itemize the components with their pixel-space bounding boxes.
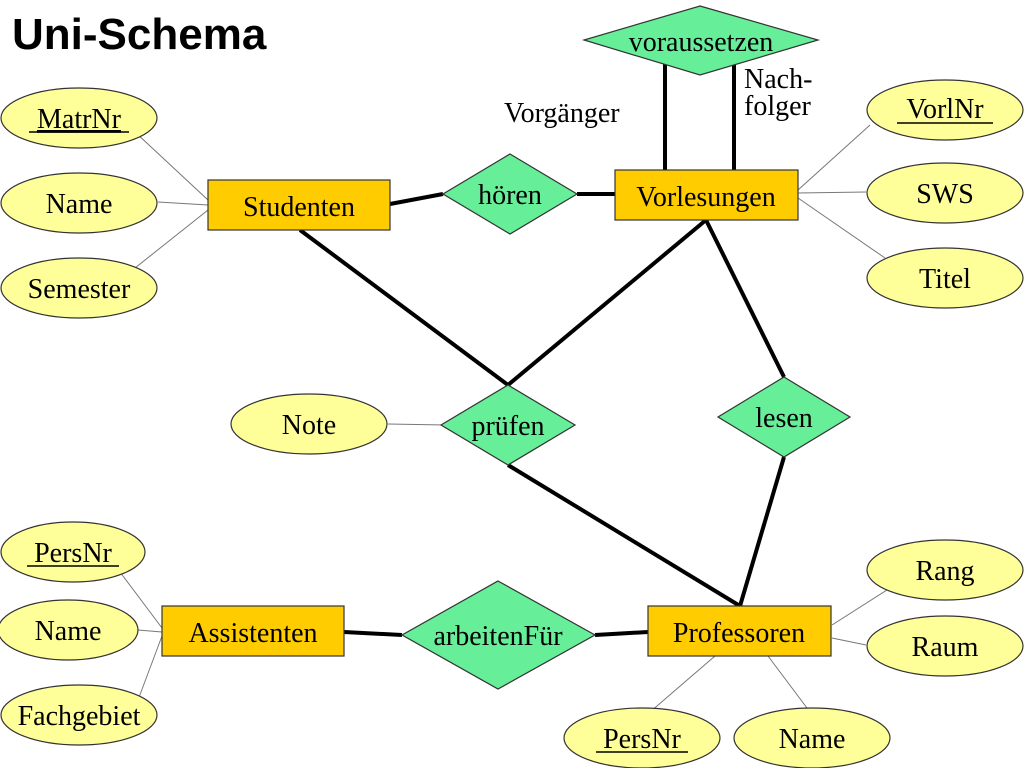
entity-label-studenten: Studenten xyxy=(243,192,355,223)
attribute-label-semester: Semester xyxy=(28,274,131,305)
attribute-label-sws: SWS xyxy=(916,179,974,210)
attribute-label-rang: Rang xyxy=(915,556,974,587)
attribute-label-professoren-persnr: PersNr xyxy=(603,724,681,755)
connector-assistenten-arbeitenfuer xyxy=(343,630,403,637)
attribute-vorlesungen-vorlnr[interactable]: VorlNr xyxy=(866,79,1024,141)
attribute-professoren-rang[interactable]: Rang xyxy=(866,539,1024,601)
attribute-label-professoren-name: Name xyxy=(779,724,846,755)
relationship-pruefen[interactable]: prüfen xyxy=(439,384,577,466)
attribute-label-fachgebiet: Fachgebiet xyxy=(18,701,141,732)
attribute-pruefen-note[interactable]: Note xyxy=(230,393,388,455)
attribute-assistenten-persnr[interactable]: PersNr xyxy=(0,521,146,583)
connector-assistenten-name xyxy=(137,629,163,633)
connector-vorlesungen-sws xyxy=(797,191,867,194)
connector-vorlesungen-lesen xyxy=(704,219,786,378)
relationship-hoeren[interactable]: hören xyxy=(441,153,579,235)
connector-assistenten-fachgebiet xyxy=(137,635,163,701)
attribute-label-studenten-name: Name xyxy=(46,189,113,220)
role-label-vorgaenger: Vorgänger xyxy=(504,98,620,129)
role-label-nachfolger-line2: folger xyxy=(744,91,812,122)
connector-studenten-pruefen xyxy=(298,228,510,387)
relationship-label-pruefen: prüfen xyxy=(471,411,544,442)
entity-assistenten[interactable]: Assistenten xyxy=(161,605,345,657)
relationship-label-hoeren: hören xyxy=(478,180,542,211)
connector-vorlesungen-vorlnr xyxy=(797,124,871,191)
attribute-vorlesungen-sws[interactable]: SWS xyxy=(866,162,1024,224)
relationship-label-voraussetzen: voraussetzen xyxy=(629,27,774,58)
attribute-studenten-matrnr[interactable]: MatrNr xyxy=(0,87,158,149)
attribute-label-titel: Titel xyxy=(919,264,971,295)
connector-vorlesungen-pruefen xyxy=(506,218,708,387)
entity-label-professoren: Professoren xyxy=(673,618,805,649)
entity-vorlesungen[interactable]: Vorlesungen xyxy=(614,169,799,221)
attribute-studenten-name[interactable]: Name xyxy=(0,172,158,234)
entity-label-vorlesungen: Vorlesungen xyxy=(636,182,775,213)
relationship-lesen[interactable]: lesen xyxy=(716,376,852,458)
connector-studenten-hoeren xyxy=(389,192,444,206)
role-label-nachfolger-line1: Nach- xyxy=(744,64,812,95)
relationship-arbeitenfuer[interactable]: arbeitenFür xyxy=(400,580,597,690)
connector-studenten-semester xyxy=(134,209,209,269)
entity-studenten[interactable]: Studenten xyxy=(207,179,391,231)
connector-studenten-name xyxy=(157,201,209,206)
connector-pruefen-professoren xyxy=(506,463,742,608)
attribute-studenten-semester[interactable]: Semester xyxy=(0,257,158,319)
attribute-label-raum: Raum xyxy=(912,632,979,663)
attribute-professoren-name[interactable]: Name xyxy=(733,707,891,768)
connector-professoren-name xyxy=(767,655,811,713)
relationship-voraussetzen[interactable]: voraussetzen xyxy=(581,5,821,76)
relationship-label-lesen: lesen xyxy=(755,403,813,434)
attribute-assistenten-name[interactable]: Name xyxy=(0,599,139,661)
connector-professoren-rang xyxy=(831,587,891,626)
relationship-connectors xyxy=(298,52,786,637)
connector-assistenten-persnr xyxy=(119,571,163,629)
attribute-label-matrnr: MatrNr xyxy=(37,104,122,135)
entity-professoren[interactable]: Professoren xyxy=(647,605,832,657)
attribute-label-assistenten-persnr: PersNr xyxy=(34,538,112,569)
attribute-label-note: Note xyxy=(282,410,336,441)
connector-professoren-persnr xyxy=(649,655,716,713)
role-labels: Vorgänger Nach- folger xyxy=(504,64,812,129)
attribute-assistenten-fachgebiet[interactable]: Fachgebiet xyxy=(0,684,158,746)
attribute-label-vorlnr: VorlNr xyxy=(906,94,984,125)
attribute-connectors xyxy=(119,124,891,713)
connector-pruefen-note xyxy=(387,423,446,426)
connector-vorlesungen-titel xyxy=(797,197,886,259)
diagram-title: Uni-Schema xyxy=(12,10,267,59)
connector-professoren-raum xyxy=(831,637,867,646)
attribute-label-assistenten-name: Name xyxy=(35,616,102,647)
connector-arbeitenfuer-professoren xyxy=(594,630,649,637)
attribute-professoren-raum[interactable]: Raum xyxy=(866,615,1024,677)
attribute-vorlesungen-titel[interactable]: Titel xyxy=(866,247,1024,309)
connector-lesen-professoren xyxy=(738,456,786,607)
attribute-professoren-persnr[interactable]: PersNr xyxy=(563,707,721,768)
relationship-label-arbeitenfuer: arbeitenFür xyxy=(433,621,563,652)
entity-label-assistenten: Assistenten xyxy=(188,618,317,649)
connector-studenten-matrnr xyxy=(134,131,209,201)
